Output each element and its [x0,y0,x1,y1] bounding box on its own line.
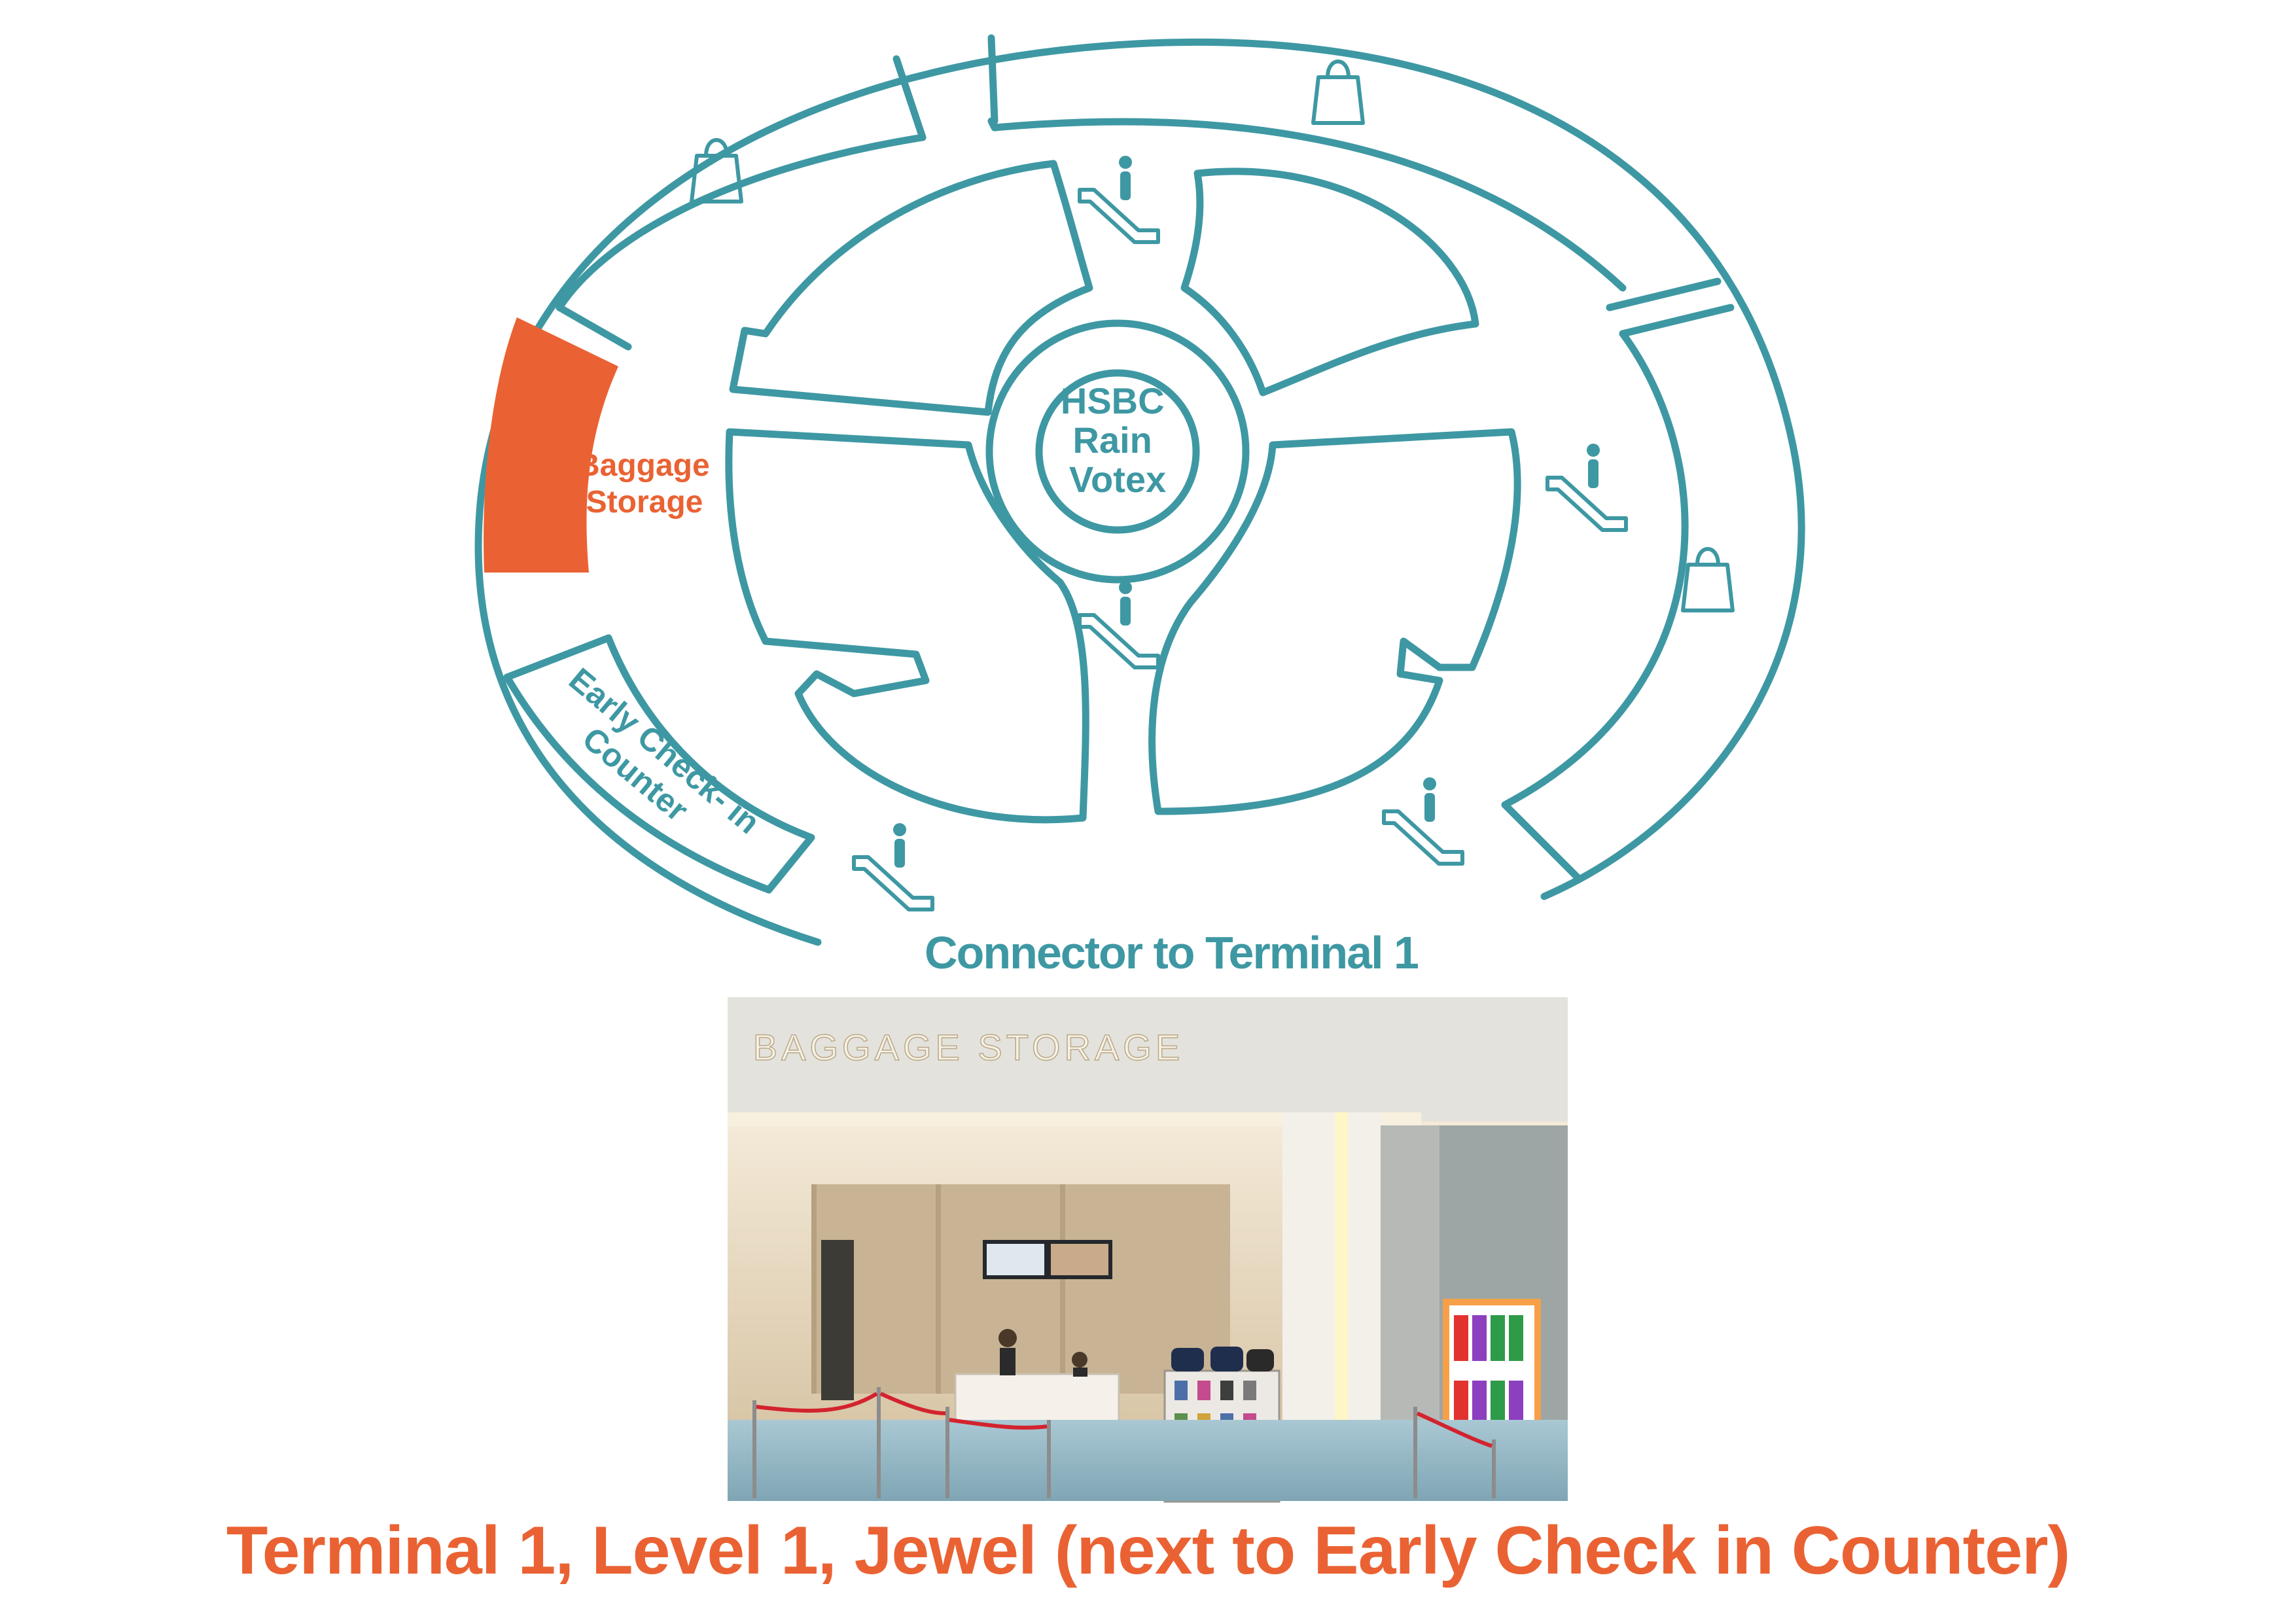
nw-block [729,160,1093,416]
shopping-bag-icon [1683,549,1733,610]
escalator-icon [1080,581,1158,667]
sw-block [725,428,1089,824]
east-divider-bottom [1619,304,1735,338]
baggage-label-line-2: Storage [586,485,703,520]
photo-queue-barriers [752,1387,1496,1498]
baggage-storage-sign: BAGGAGE STORAGE [753,1027,1184,1068]
early-checkin-block [503,634,815,894]
rain-vortex-line-2: Rain [1073,419,1152,461]
west-divider-top [556,304,632,351]
photo-staff-2 [1072,1352,1087,1368]
north-divider-left [892,55,927,141]
escalator-icon [1547,444,1626,530]
baggage-storage-photo: BAGGAGE STORAGE [728,997,1568,1503]
north-wall [987,117,1627,292]
inner-corridor [556,133,927,311]
connector-label: Connector to Terminal 1 [925,927,1418,978]
baggage-storage-label: Baggage Storage [577,448,718,520]
baggage-label-line-1: Baggage [577,448,710,483]
ne-block [1180,168,1479,397]
escalator-icon [1384,777,1462,864]
photo-upper-wall [728,997,1568,1121]
photo-back-panels [811,1184,1230,1394]
photo-pillar [1282,1112,1381,1453]
floor-map: HSBC Rain Votex Baggage Storage Early Ch… [474,34,1805,978]
photo-floor [728,1420,1568,1501]
rain-vortex-label: HSBC Rain Votex [1061,380,1174,500]
rain-vortex-line-1: HSBC [1061,380,1165,421]
se-block [1148,428,1521,815]
rain-vortex-ring [985,319,1250,584]
east-inner-wall [1501,330,1689,881]
escalator-icon [854,823,932,909]
photo-counter [954,1373,1120,1428]
photo-soffit [728,1112,1421,1127]
escalator-icon [1080,156,1158,242]
location-caption: Terminal 1, Level 1, Jewel (next to Earl… [226,1513,2070,1589]
west-divider-bottom [503,634,612,681]
photo-bags [1171,1348,1204,1371]
north-divider-right [987,34,998,125]
photo-staff-1 [998,1329,1017,1347]
baggage-storage-area [484,317,618,573]
shopping-bag-icon [1313,62,1363,123]
east-divider-top [1606,277,1722,311]
rain-vortex-circle [1035,369,1200,534]
photo-doorway [821,1240,854,1400]
rain-vortex-line-3: Votex [1069,459,1166,500]
outer-ring [474,38,1805,946]
